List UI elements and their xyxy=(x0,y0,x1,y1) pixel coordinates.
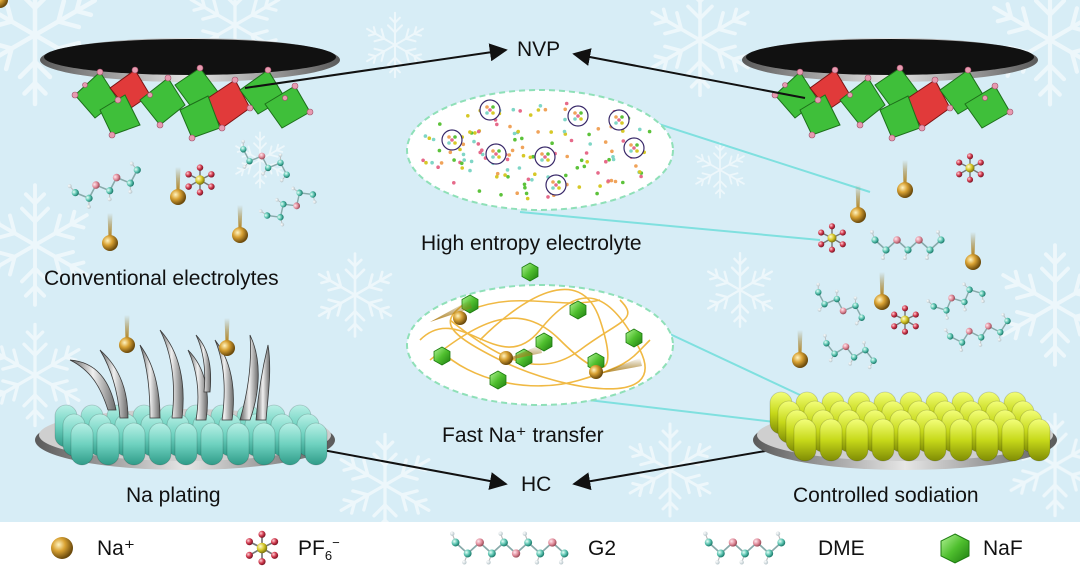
na-plating-label: Na plating xyxy=(126,484,221,507)
sodium-ion-icon xyxy=(51,537,73,559)
nvp-cathode-right xyxy=(742,38,1038,142)
nvp-label: NVP xyxy=(517,38,561,61)
nvp-cathode-left xyxy=(40,38,340,142)
sodium-ions-left xyxy=(0,0,248,251)
legend-label-naf: NaF xyxy=(983,537,1023,560)
hard-carbon-anode-right xyxy=(753,391,1057,470)
pf6-anion-icon xyxy=(245,530,279,566)
legend-icons xyxy=(51,530,970,566)
legend-label-na: Na⁺ xyxy=(97,537,135,560)
conventional-electrolytes-label: Conventional electrolytes xyxy=(44,267,279,290)
legend-label-dme: DME xyxy=(818,537,865,560)
fast-transfer-ellipse xyxy=(406,262,674,406)
solvent-and-anion-molecules xyxy=(67,139,1011,370)
legend-label-pf6: PF6− xyxy=(298,535,340,564)
hc-label: HC xyxy=(521,473,552,496)
high-entropy-electrolyte-label: High entropy electrolyte xyxy=(421,232,642,255)
moving-sodium-ions xyxy=(430,300,642,379)
fast-na-transfer-label: Fast Na⁺ transfer xyxy=(442,424,604,447)
controlled-sodiation-label: Controlled sodiation xyxy=(793,484,979,507)
hard-carbon-anode-left xyxy=(35,315,335,470)
naf-icon xyxy=(940,533,970,564)
high-entropy-ellipse xyxy=(406,89,674,211)
g2-molecule-icon xyxy=(450,531,569,565)
legend-label-g2: G2 xyxy=(588,537,617,560)
sodium-dendrites xyxy=(69,329,271,421)
dme-molecule-icon xyxy=(703,531,786,565)
